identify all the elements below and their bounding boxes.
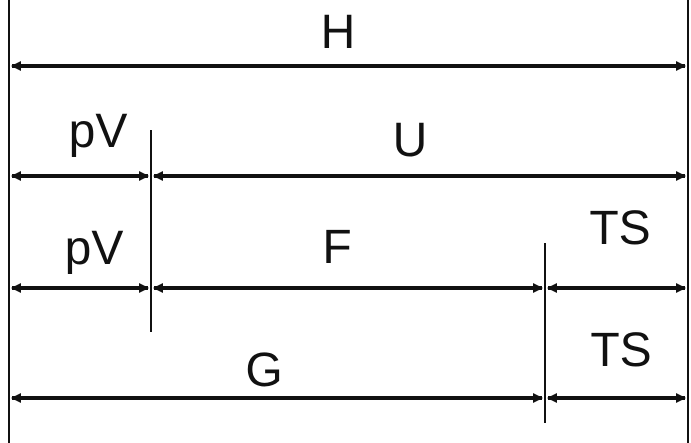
ts-label-bottom: TS — [590, 324, 651, 377]
f-label: F — [322, 221, 351, 274]
u-label: U — [393, 114, 428, 167]
row-u: pV U — [11, 105, 686, 181]
g-label: G — [245, 344, 282, 397]
pv-label-mid: pV — [65, 222, 124, 275]
row-h: H — [11, 6, 686, 71]
ts-label-mid: TS — [589, 202, 650, 255]
row-g: G TS — [11, 324, 686, 403]
row-f: pV F TS — [11, 202, 686, 293]
h-label: H — [321, 6, 356, 59]
pv-label-top: pV — [69, 105, 128, 158]
